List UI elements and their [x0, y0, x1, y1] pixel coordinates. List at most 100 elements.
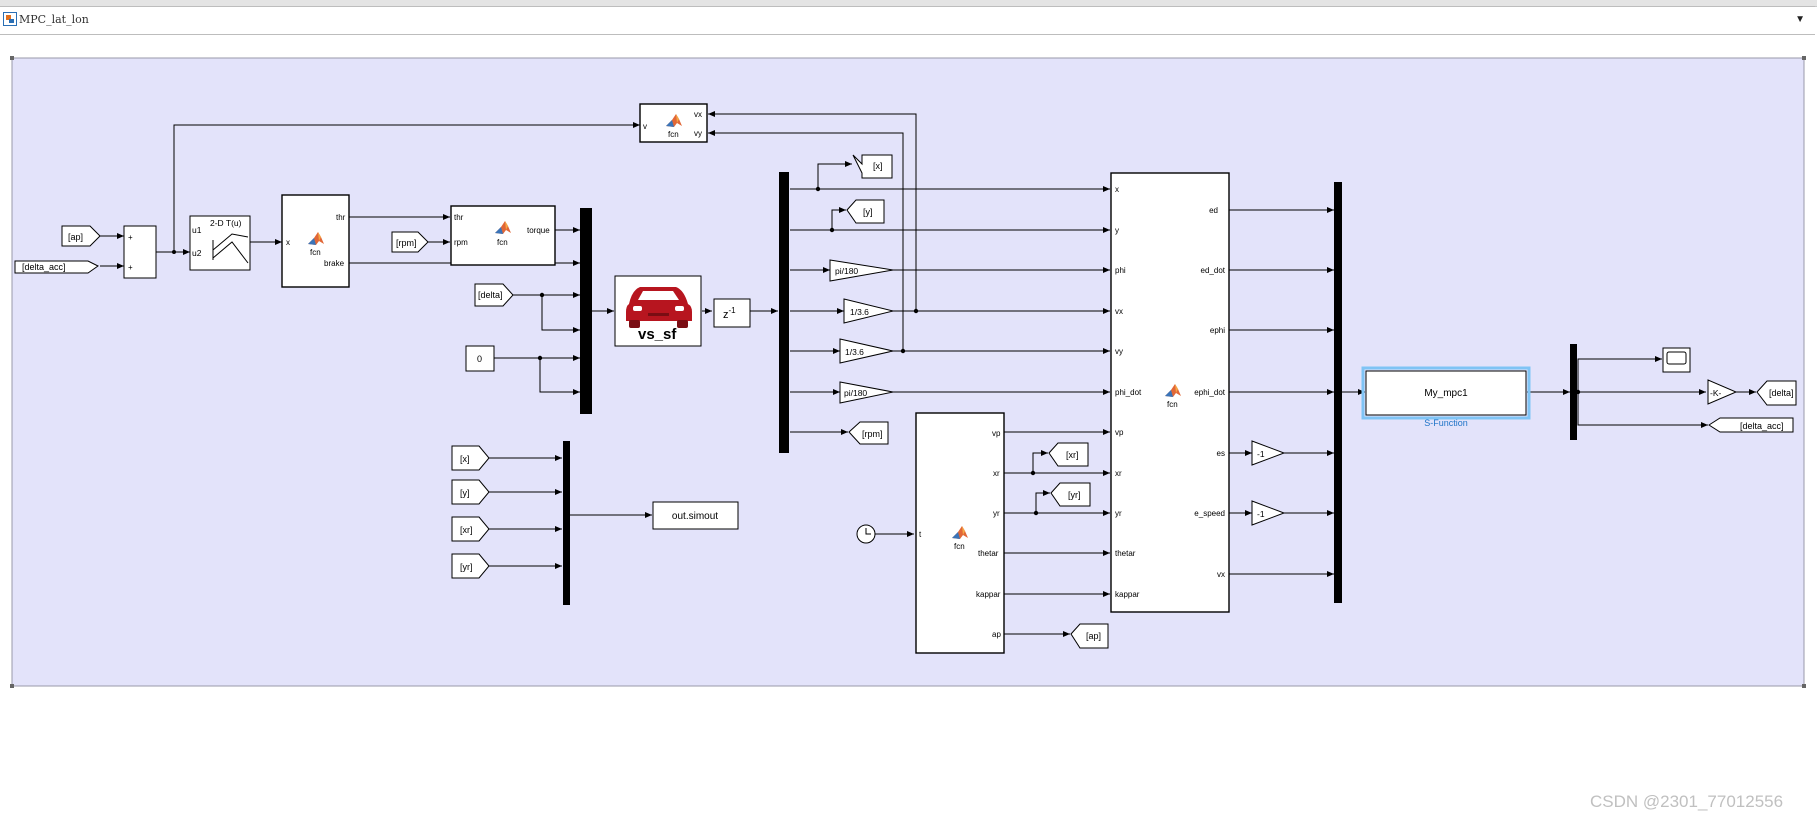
- demux-control-outputs[interactable]: [1570, 344, 1577, 440]
- from-tag-delta-acc[interactable]: [14, 260, 99, 274]
- goto-tag-delta-acc[interactable]: [1708, 417, 1794, 433]
- model-canvas[interactable]: [ap] [delta_acc] [rpm] [delta] [x] [y] […: [0, 34, 1817, 821]
- from-tag-yr-log[interactable]: [451, 553, 490, 579]
- lookup-2d-label: 2-D T(u): [210, 218, 242, 228]
- from-tag-ap[interactable]: [61, 225, 101, 247]
- gain-k-block[interactable]: [1707, 379, 1738, 405]
- port-v-in: v: [643, 122, 647, 131]
- port-vp-err: vp: [1115, 428, 1124, 437]
- tag-label-ap: [ap]: [68, 232, 83, 242]
- gain-inv36-vx[interactable]: [843, 298, 894, 324]
- port-yr-err: yr: [1115, 509, 1122, 518]
- fcn-torque-block[interactable]: [450, 205, 556, 266]
- from-tag-x-log[interactable]: [451, 445, 490, 471]
- port-rpm-in: rpm: [454, 238, 468, 247]
- fcn-velocity-block[interactable]: [639, 103, 708, 143]
- port-vy-err: vy: [1115, 347, 1123, 356]
- goto-tag-x[interactable]: [852, 154, 893, 179]
- goto-tag-ap[interactable]: [1070, 623, 1109, 649]
- port-ed-out: ed: [1209, 206, 1218, 215]
- port-vy-out: vy: [694, 129, 702, 138]
- goto-tag-delta[interactable]: [1756, 380, 1797, 406]
- port-vx-err: vx: [1115, 307, 1123, 316]
- port-eddot-out: ed_dot: [1201, 266, 1226, 275]
- gain-neg1-espeed[interactable]: [1251, 500, 1286, 526]
- port-espeed-out: e_speed: [1194, 509, 1225, 518]
- fcn-label-4: fcn: [954, 542, 965, 551]
- gain-neg1-es[interactable]: [1251, 440, 1286, 466]
- chevron-down-icon[interactable]: ▼: [1795, 14, 1805, 25]
- port-vx-out: vx: [694, 110, 702, 119]
- port-ap-out: ap: [992, 630, 1001, 639]
- port-ephi-out: ephi: [1210, 326, 1225, 335]
- port-thr-in: thr: [454, 213, 464, 222]
- fcn-label-3: fcn: [668, 130, 679, 139]
- constant-zero-block[interactable]: [465, 345, 495, 372]
- tag-label-ap-out: [ap]: [1086, 631, 1101, 641]
- port-vx-out-err: vx: [1217, 570, 1225, 579]
- port-torque-out: torque: [527, 226, 550, 235]
- mux-vehicle-inputs[interactable]: [580, 208, 592, 414]
- model-address-bar[interactable]: MPC_lat_lon ▼: [0, 6, 1815, 35]
- mux-error-signals[interactable]: [1334, 182, 1342, 603]
- diagram-area[interactable]: [11, 57, 1805, 687]
- sum-block[interactable]: [123, 225, 157, 279]
- fcn-label-5: fcn: [1167, 400, 1178, 409]
- tag-label-delta-out: [delta]: [1769, 388, 1794, 398]
- tag-label-rpm-out: [rpm]: [862, 429, 883, 439]
- port-yr-out: yr: [993, 509, 1000, 518]
- fcn-label-2: fcn: [497, 238, 508, 247]
- tag-label-y: [y]: [863, 207, 873, 217]
- sfunction-caption: S-Function: [1424, 418, 1468, 428]
- gain-neg1-label-1: -1: [1257, 449, 1265, 459]
- demux-vehicle-states[interactable]: [779, 172, 789, 453]
- mpc-sfunction-block[interactable]: [1365, 370, 1527, 416]
- unit-delay-block[interactable]: [713, 298, 751, 328]
- tag-label-x: [x]: [873, 161, 883, 171]
- scope-icon: [1666, 351, 1687, 365]
- goto-tag-xr[interactable]: [1048, 442, 1089, 467]
- lookup-2d-block[interactable]: [189, 215, 251, 271]
- port-u1: u1: [192, 225, 202, 235]
- port-vp-out: vp: [992, 429, 1001, 438]
- port-thetar-err: thetar: [1115, 549, 1136, 558]
- from-tag-y-log[interactable]: [451, 479, 490, 505]
- sum-port-plus-1: +: [128, 233, 133, 242]
- tag-label-rpm: [rpm]: [396, 238, 417, 248]
- gain-pi180-phidot[interactable]: [839, 381, 894, 404]
- gain-inv36-vy[interactable]: [839, 338, 894, 364]
- watermark-text: CSDN @2301_77012556: [1590, 792, 1784, 811]
- to-workspace-label: out.simout: [672, 511, 718, 522]
- from-tag-delta[interactable]: [474, 283, 514, 307]
- constant-zero-label: 0: [477, 354, 482, 364]
- tag-label-y-log: [y]: [460, 488, 470, 498]
- from-tag-rpm[interactable]: [391, 231, 429, 253]
- from-tag-xr-log[interactable]: [451, 516, 490, 542]
- port-es-out: es: [1217, 449, 1225, 458]
- goto-tag-rpm[interactable]: [848, 421, 889, 445]
- sum-port-plus-2: +: [128, 263, 133, 272]
- gain-pi180-phi[interactable]: [829, 259, 894, 282]
- goto-tag-y[interactable]: [846, 199, 885, 224]
- mux-log-signals[interactable]: [563, 441, 570, 605]
- model-path-label[interactable]: MPC_lat_lon: [19, 13, 89, 26]
- lookup-curve-icon: [212, 233, 249, 264]
- gain-k-label: -K-: [1710, 388, 1722, 398]
- port-x-in: x: [286, 238, 290, 247]
- goto-tag-yr[interactable]: [1050, 482, 1091, 507]
- port-kappar-out: kappar: [976, 590, 1001, 599]
- unit-delay-label: z-1: [723, 306, 736, 321]
- port-brake-out: brake: [324, 259, 345, 268]
- port-phi-err: phi: [1115, 266, 1126, 275]
- fcn-label-1: fcn: [310, 248, 321, 257]
- tag-label-yr-log: [yr]: [460, 562, 473, 572]
- port-x-err: x: [1115, 185, 1119, 194]
- port-xr-out: xr: [993, 469, 1000, 478]
- vehicle-label: vs_sf: [638, 326, 677, 343]
- tag-label-x-log: [x]: [460, 454, 470, 464]
- tag-label-yr: [yr]: [1068, 490, 1081, 500]
- sfunction-selection-outline: [1361, 366, 1531, 420]
- to-workspace-block[interactable]: [652, 501, 739, 530]
- tag-label-delta-acc-out: [delta_acc]: [1740, 421, 1784, 431]
- gain-inv36-label-2: 1/3.6: [845, 347, 864, 357]
